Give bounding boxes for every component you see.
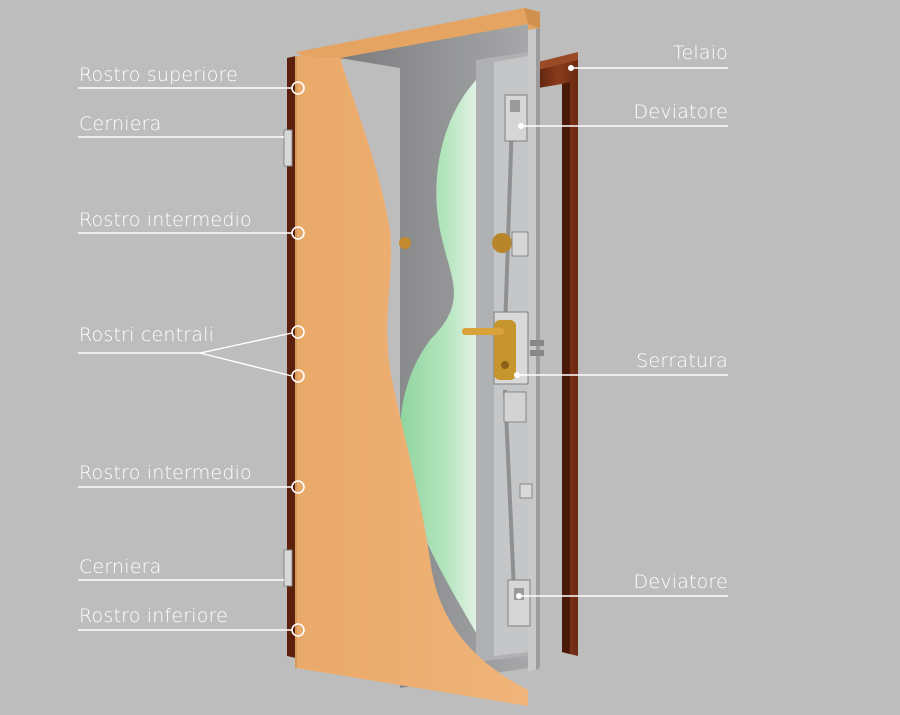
label-rostro-superiore: Rostro superiore xyxy=(79,64,239,86)
insulation xyxy=(399,80,480,640)
label-rostri-centrali: Rostri centrali xyxy=(79,324,215,346)
label-rostro-intermedio-bottom: Rostro intermedio xyxy=(79,462,252,484)
label-telaio: Telaio xyxy=(672,42,728,64)
marker-rostro-intermedio-top xyxy=(291,226,305,240)
marker-rostro-intermedio-bottom xyxy=(291,480,305,494)
label-cerniera-top: Cerniera xyxy=(79,113,162,135)
label-deviatore-top: Deviatore xyxy=(633,101,728,123)
leader-rostri-centrali-b xyxy=(199,352,293,377)
marker-rostri-centrali-b xyxy=(291,369,305,383)
spy-knob xyxy=(399,237,411,249)
wood-panel xyxy=(296,56,528,706)
deviatore-bottom-hardware xyxy=(507,579,531,627)
rod-upper xyxy=(503,119,514,331)
label-rostro-intermedio-top: Rostro intermedio xyxy=(79,209,252,231)
label-serratura: Serratura xyxy=(636,350,728,372)
marker-rostro-superiore xyxy=(291,81,305,95)
hinge-bottom xyxy=(283,549,293,587)
hinge-top xyxy=(283,129,293,167)
label-rostro-inferiore: Rostro inferiore xyxy=(79,605,229,627)
marker-rostri-centrali-a xyxy=(291,325,305,339)
frame-right xyxy=(538,52,578,656)
frame-left xyxy=(287,56,296,658)
door-top-edge xyxy=(296,8,540,64)
cylinder-lock xyxy=(492,233,512,253)
rod-lower xyxy=(503,389,516,591)
label-deviatore-bottom: Deviatore xyxy=(633,571,728,593)
label-cerniera-bottom: Cerniera xyxy=(79,556,162,578)
callouts-right xyxy=(514,65,728,599)
marker-rostro-inferiore xyxy=(291,623,305,637)
handle xyxy=(462,320,516,380)
callouts-left xyxy=(78,81,305,637)
